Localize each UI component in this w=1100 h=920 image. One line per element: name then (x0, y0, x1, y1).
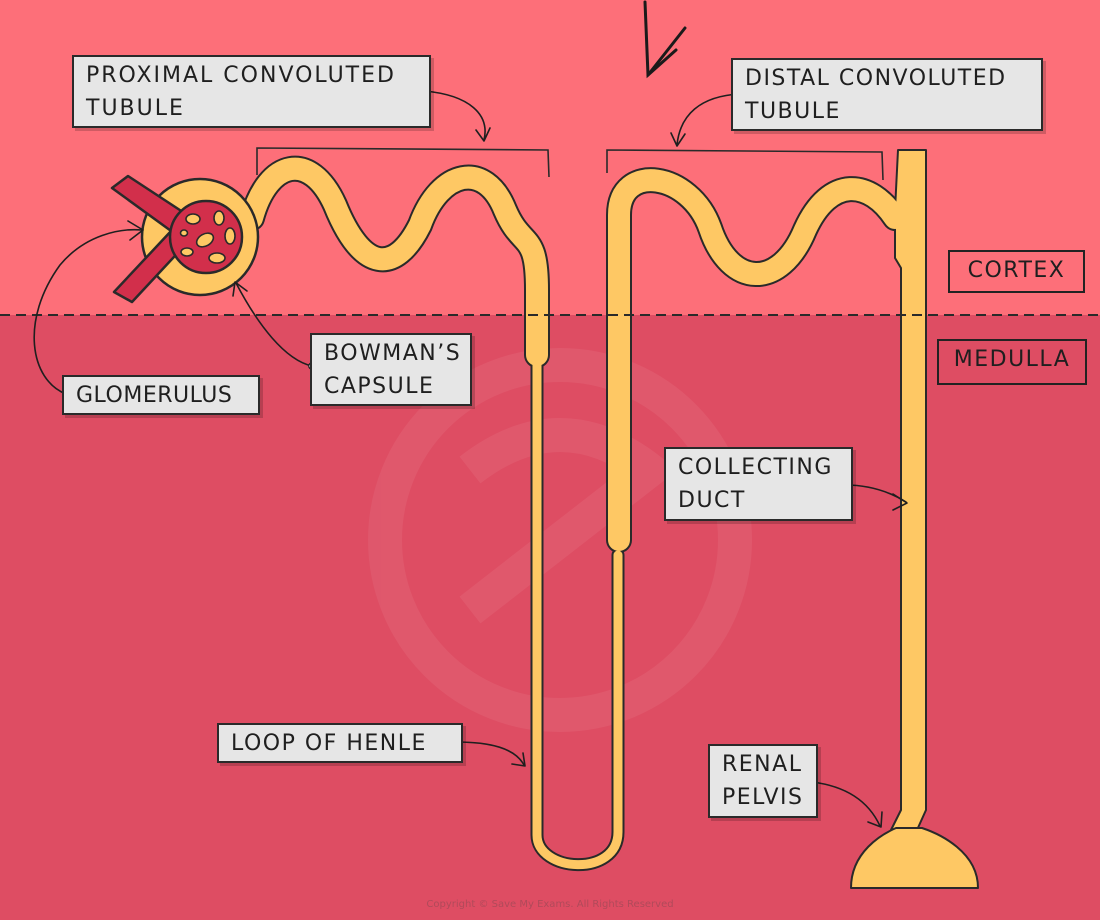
label-line: GLOMERULUS (76, 383, 233, 408)
label-line: COLLECTING (678, 455, 833, 480)
label-proximal-convoluted-tubule: PROXIMAL CONVOLUTED TUBULE (72, 55, 431, 128)
zone-tag-cortex: CORTEX (948, 250, 1085, 293)
distal-convoluted-tubule-shape (608, 169, 906, 551)
label-collecting-duct: COLLECTING DUCT (664, 447, 853, 521)
label-line: PROXIMAL CONVOLUTED (86, 63, 396, 88)
collecting-duct-shape (890, 149, 927, 831)
label-bowmans-capsule: BOWMAN’S CAPSULE (310, 333, 472, 406)
label-glomerulus: GLOMERULUS (62, 375, 260, 415)
zone-tag-medulla: MEDULLA (937, 339, 1087, 385)
label-line: TUBULE (745, 99, 841, 124)
label-loop-of-henle: LOOP OF HENLE (217, 723, 463, 763)
label-line: PELVIS (722, 785, 804, 810)
pointer-arrowheads (127, 127, 908, 828)
watermark-logo (368, 348, 752, 732)
label-line: RENAL (722, 752, 803, 777)
dct-bracket (606, 149, 884, 181)
loop-of-henle-shape (532, 355, 623, 870)
label-line: BOWMAN’S (324, 341, 462, 366)
label-line: DISTAL CONVOLUTED (745, 66, 1007, 91)
loop-pointer (455, 741, 525, 766)
arrow-down-icon (643, 0, 687, 79)
label-distal-convoluted-tubule: DISTAL CONVOLUTED TUBULE (731, 58, 1043, 131)
proximal-convoluted-tubule-shape (241, 157, 548, 366)
label-line: LOOP OF HENLE (231, 731, 427, 756)
label-renal-pelvis: RENAL PELVIS (708, 744, 818, 818)
label-line: DUCT (678, 488, 746, 513)
dct-pointer (676, 93, 741, 146)
brackets (256, 147, 884, 181)
copyright-text: Copyright © Save My Exams. All Rights Re… (426, 899, 674, 910)
label-line: TUBULE (86, 96, 185, 121)
bowman-pointer (235, 282, 313, 367)
label-line: CAPSULE (324, 374, 435, 399)
renal-pelvis-shape (850, 827, 979, 889)
glomerulus-gaps (179, 210, 236, 264)
pct-bracket (256, 147, 550, 178)
glomerulus-pointer (33, 228, 143, 395)
tubule-fill (241, 157, 906, 870)
pct-pointer (423, 90, 486, 141)
pelvis-pointer (811, 781, 881, 827)
